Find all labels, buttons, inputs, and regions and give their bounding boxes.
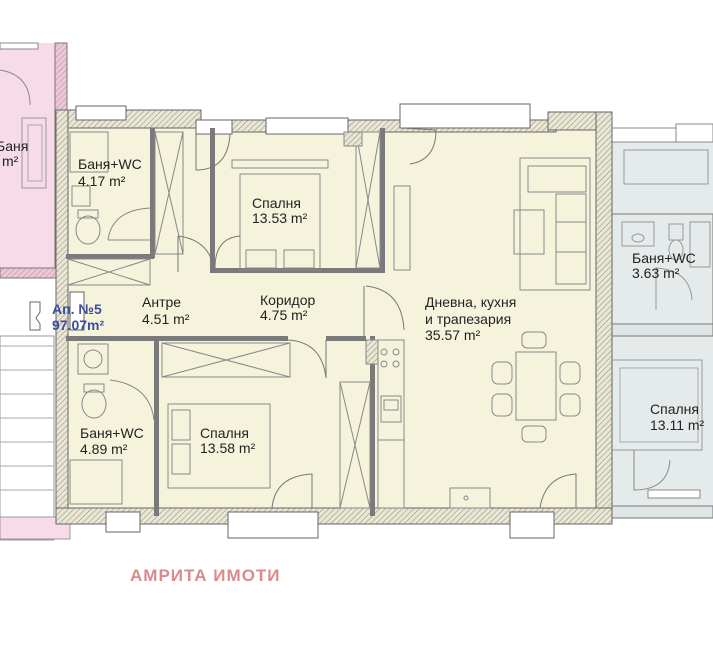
right-bedroom-area: 13.11 m² [650,417,705,433]
apartment-floor [66,110,612,514]
bedroom1-name: Спалня [252,195,301,211]
right-bedroom-name: Спалня [650,401,699,417]
toilet-icon [81,389,107,419]
apartment-number: Ап. №5 [52,301,102,317]
bath2-area: 4.89 m² [80,441,128,457]
living-name-line1: Дневна, кухня [425,294,516,310]
entry-name: Антре [142,294,181,310]
bath1-area: 4.17 m² [78,173,126,189]
right-bath-name: Баня+WC [632,250,696,266]
bath1-name: Баня+WC [78,156,142,172]
kitchen-counter-icon [343,131,411,509]
neighbor-apartment-right: Баня+WC 3.63 m² Спалня 13.11 m² [603,123,713,519]
left-room-area: m² [2,153,19,169]
watermark-brand: АМРИТА ИМОТИ [130,566,281,585]
washing-machine-icon [77,343,109,375]
living-name-line2: и трапезария [425,311,511,327]
door-swing-icon [177,127,577,509]
dining-table-icon [449,331,581,509]
corridor-area: 4.75 m² [260,307,308,323]
bedroom2-name: Спалня [200,425,249,441]
bedroom2-area: 13.58 m² [200,440,256,456]
windows [69,103,555,539]
bath1-fixtures [69,131,151,245]
bedroom1-area: 13.53 m² [252,210,308,226]
toilet-icon [75,215,101,245]
bath2-fixtures [69,343,155,505]
room-labels: Баня+WC 4.17 m² Спалня 13.53 m² Антре 4.… [78,156,516,457]
shower-icon [69,459,123,505]
shower-icon [69,131,109,173]
washbasin-icon [71,185,91,207]
left-room-name: Баня [0,138,28,154]
bed-icon [167,159,329,489]
living-area: 35.57 m² [425,327,481,343]
corridor-name: Коридор [260,292,316,308]
sofa-icon [513,157,591,291]
entry-area: 4.51 m² [142,311,190,327]
apartment-tag: Ап. №5 97.07m² [29,301,104,333]
wardrobe-icon [67,131,381,509]
bath2-name: Баня+WC [80,425,144,441]
apartment-area: 97.07m² [52,317,104,333]
right-bath-area: 3.63 m² [632,265,680,281]
stairwell [0,335,71,541]
